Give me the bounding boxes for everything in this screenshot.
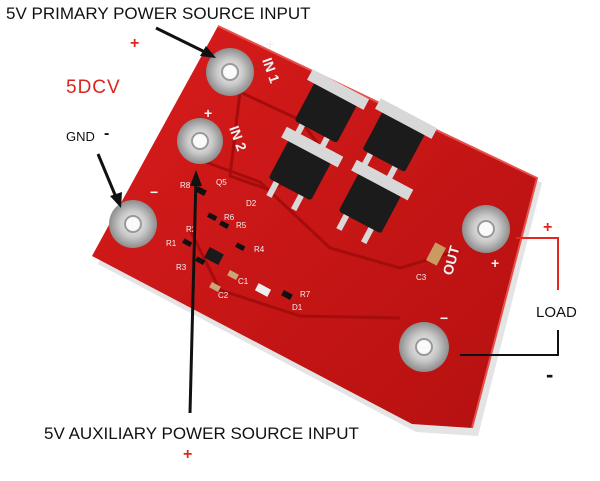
silkscreen-designators: R8 Q5 D2 R6 R5 R1 R2 R4 R3 C1 C2 R7 D1 C… [166,178,427,312]
pad-in2 [177,118,223,164]
aux-arrow [188,177,198,414]
silk-plus-in2: + [204,105,212,121]
load-wire-positive [516,237,559,290]
silk-designator: R7 [300,290,311,299]
plus-sign-load: + [543,219,553,236]
silk-plus-out: + [491,255,499,271]
silk-designator: C1 [238,277,249,286]
voltage-label: 5DCV [66,77,121,98]
aux-arrowhead [190,170,202,186]
pad-gnd [109,200,157,248]
trace [199,158,461,270]
silk-plus-in1: + [266,36,274,52]
mosfet-4 [336,159,414,245]
silk-out: OUT [439,244,462,277]
annotation-arrows [96,26,216,414]
primary-input-label: 5V PRIMARY POWER SOURCE INPUT [6,4,311,23]
silk-designator: D2 [246,199,257,208]
trace [188,229,401,320]
pad-out-minus [399,322,449,372]
silk-designator: R1 [166,239,177,248]
silk-designator: R2 [186,225,197,234]
load-label: LOAD [536,304,577,321]
silk-designator: C2 [218,291,229,300]
silk-designator: C3 [416,273,427,282]
silk-minus-out: − [440,310,448,326]
gnd-arrow [96,153,120,203]
plus-sign-primary: + [130,35,140,52]
silk-designator: D1 [292,303,303,312]
mosfet-3 [266,126,344,212]
silk-designator: R3 [176,263,187,272]
primary-arrowhead [200,46,216,58]
silk-minus-gnd: − [150,184,158,200]
plus-sign-aux: + [183,446,193,463]
silk-designator: R6 [224,213,235,222]
load-wire-negative [460,330,559,356]
silk-designator: R8 [180,181,191,190]
silk-designator: Q5 [216,178,227,187]
silk-designator: R5 [236,221,247,230]
mosfet-1 [292,69,370,154]
aux-input-label: 5V AUXILIARY POWER SOURCE INPUT [44,424,359,443]
silk-designator: R4 [254,245,265,254]
smd-components [182,186,446,300]
gnd-label: GND [66,129,95,144]
minus-sign-gnd: - [104,125,110,142]
silkscreen: IN 1 IN 2 OUT + + − + − [150,36,499,326]
minus-sign-load: - [546,362,554,387]
pad-in1 [206,48,254,96]
gnd-arrowhead [110,192,122,208]
pad-out-plus [462,205,510,253]
